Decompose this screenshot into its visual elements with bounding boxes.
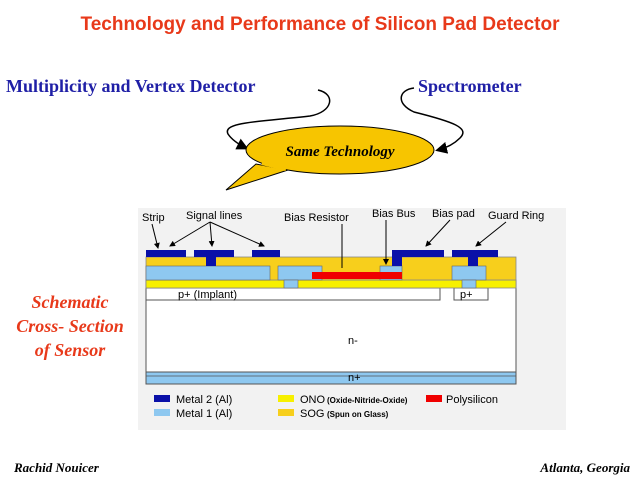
label-bias-pad: Bias pad — [432, 208, 475, 220]
metal2-signal-line-1 — [194, 250, 234, 257]
legend-swatch-ono — [278, 395, 294, 402]
label-signal-lines: Signal lines — [186, 210, 243, 222]
label-n-minus: n- — [348, 335, 358, 347]
metal2-guard-ring — [452, 250, 498, 257]
speech-bubble — [245, 125, 435, 175]
legend-sublabel-ono: (Oxide-Nitride-Oxide) — [327, 396, 408, 405]
metal1-strip — [145, 265, 271, 281]
legend-sublabel-sog: (Spun on Glass) — [327, 410, 389, 419]
polysilicon-resistor — [312, 272, 402, 279]
ono-layer — [145, 279, 517, 289]
side-caption-line-2: Cross- Section — [16, 316, 124, 336]
right-heading: Spectrometer — [418, 76, 522, 96]
left-heading: Multiplicity and Vertex Detector — [6, 76, 256, 96]
author: Rachid Nouicer — [14, 460, 99, 475]
location: Atlanta, Georgia — [540, 460, 630, 475]
metal2-strip — [146, 250, 186, 257]
legend-label-ono: ONO — [300, 394, 326, 406]
legend-swatch-metal1 — [154, 409, 170, 416]
metal1-guard — [451, 265, 487, 281]
metal2-bias-bus — [392, 250, 444, 257]
sensor-cross-section: Strip Signal lines Bias Resistor Bias Bu… — [138, 208, 566, 430]
label-bias-resistor: Bias Resistor — [284, 212, 349, 224]
legend: Metal 2 (Al) Metal 1 (Al) ONO (Oxide-Nit… — [154, 394, 498, 420]
label-p-implant: p+ (Implant) — [178, 289, 237, 301]
legend-swatch-metal2 — [154, 395, 170, 402]
label-p-plus: p+ — [460, 289, 473, 301]
legend-label-metal1: Metal 1 (Al) — [176, 408, 232, 420]
legend-swatch-polysilicon — [426, 395, 442, 402]
legend-label-metal2: Metal 2 (Al) — [176, 394, 232, 406]
legend-swatch-sog — [278, 409, 294, 416]
side-caption-line-3: of Sensor — [34, 340, 106, 360]
label-guard-ring: Guard Ring — [488, 210, 544, 222]
slide-title: Technology and Performance of Silicon Pa… — [80, 14, 560, 35]
legend-label-polysilicon: Polysilicon — [446, 394, 498, 406]
left-curved-arrow — [226, 89, 331, 150]
label-n-plus: n+ — [348, 372, 361, 384]
metal2-signal-line-2 — [252, 250, 280, 257]
right-curved-arrow — [400, 87, 464, 154]
legend-label-sog: SOG — [300, 408, 324, 420]
side-caption-line-1: Schematic — [31, 292, 109, 312]
n-plus-layer — [145, 371, 517, 385]
label-bias-bus: Bias Bus — [372, 208, 416, 220]
side-caption: Schematic Cross- Section of Sensor — [0, 290, 140, 362]
label-strip: Strip — [142, 212, 165, 224]
bubble-text: Same Technology — [285, 144, 394, 160]
technology-callout: Same Technology — [225, 87, 464, 191]
